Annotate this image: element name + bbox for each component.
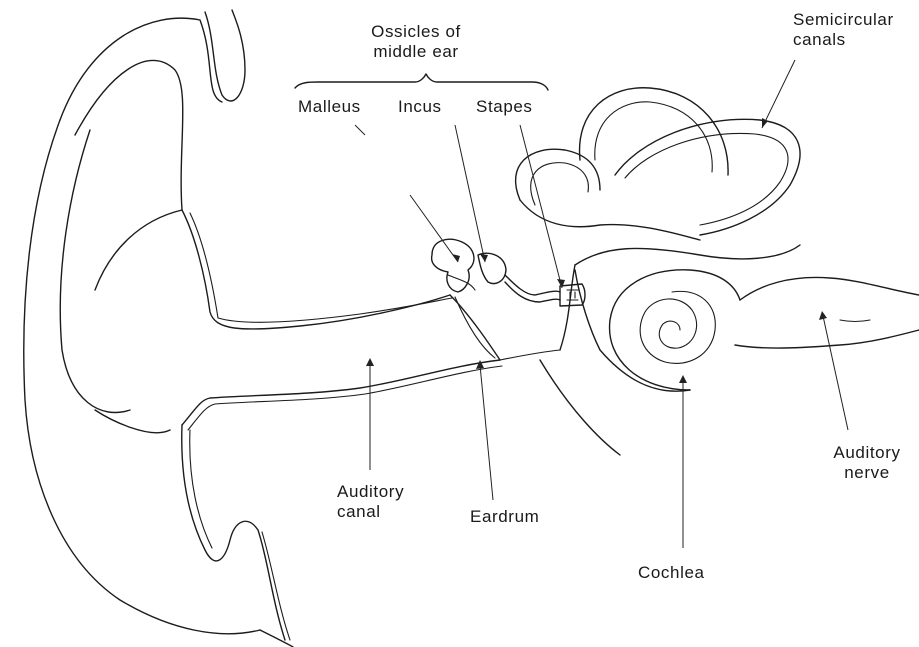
- semicircular-canals-label: Semicircular canals: [793, 10, 894, 50]
- auditory-nerve-leader: [823, 316, 848, 430]
- cochlea: [610, 270, 919, 390]
- ossicles-title-line1: Ossicles of: [352, 22, 480, 42]
- leader-lines: [355, 60, 848, 548]
- ossicles-title-line2: middle ear: [352, 42, 480, 62]
- cochlea-label: Cochlea: [638, 563, 705, 583]
- auditory-nerve-arrowhead: [819, 311, 827, 320]
- auditory-nerve-line2: nerve: [822, 463, 912, 483]
- stapes-label: Stapes: [476, 97, 533, 117]
- auditory-canal: [182, 210, 560, 430]
- stapes-arrowhead: [557, 279, 565, 288]
- eardrum-arrowhead: [476, 360, 484, 369]
- middle-ear-cavity: [540, 265, 690, 455]
- semicircular-canals: [516, 88, 800, 265]
- ossicles: [432, 239, 585, 306]
- eardrum: [450, 295, 500, 360]
- eardrum-label: Eardrum: [470, 507, 539, 527]
- ossicles-bracket: [295, 74, 548, 90]
- malleus-arrowhead: [452, 254, 460, 262]
- auditory-nerve-label: Auditory nerve: [822, 443, 912, 483]
- malleus-leader: [410, 195, 458, 262]
- malleus-label: Malleus: [298, 97, 361, 117]
- ossicles-title: Ossicles of middle ear: [352, 22, 480, 62]
- auditory-canal-label: Auditory canal: [337, 482, 404, 522]
- malleus-leader-start: [355, 125, 365, 135]
- auditory-canal-line1: Auditory: [337, 482, 404, 502]
- cochlea-arrowhead: [679, 375, 687, 383]
- auditory-canal-arrowhead: [366, 358, 374, 366]
- incus-arrowhead: [480, 254, 488, 262]
- incus-label: Incus: [398, 97, 442, 117]
- eardrum-leader: [480, 365, 493, 500]
- semicircular-leader: [762, 60, 795, 128]
- semicircular-line2: canals: [793, 30, 894, 50]
- semicircular-arrowhead: [762, 118, 768, 128]
- auditory-nerve-line1: Auditory: [822, 443, 912, 463]
- semicircular-line1: Semicircular: [793, 10, 894, 30]
- auditory-canal-line2: canal: [337, 502, 404, 522]
